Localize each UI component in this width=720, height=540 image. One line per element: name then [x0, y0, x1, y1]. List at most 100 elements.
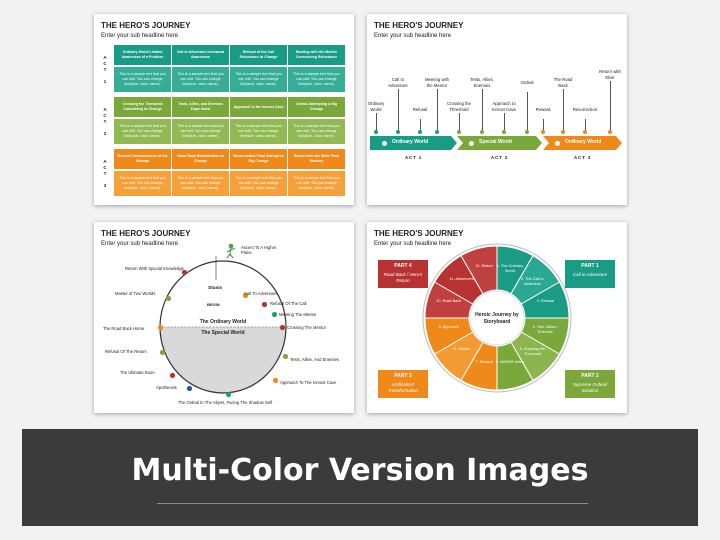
wheel-segment-label: 3. Refusal [536, 299, 554, 304]
wheel-segment-label: 11. Atonement [449, 276, 474, 281]
timeline-connector [420, 119, 421, 132]
slide-title: THE HERO'S JOURNEY [101, 229, 191, 238]
part-box: PART 4 Road Back / Hero's Return [378, 260, 428, 288]
grid-header-cell: Tests, Allies, and Enemies Experiment [172, 97, 229, 117]
timeline-connector [437, 89, 438, 132]
circle-step-dot [283, 354, 288, 359]
grid-body-cell: This is a sample text that you can edit.… [288, 171, 345, 196]
circle-step-label: Apotheosis [156, 385, 177, 390]
timeline-dot [608, 130, 612, 134]
grid-body-cell: This is a sample text that you can edit.… [114, 67, 171, 92]
timeline-arrow-icon [469, 141, 474, 146]
grid-body-cell: This is a sample text that you can edit.… [288, 67, 345, 92]
timeline-step-label: Ordeal [520, 80, 534, 85]
circle-step-dot [273, 378, 278, 383]
circle-step-dot [243, 293, 248, 298]
wheel-segment-label: 7. Reward [475, 360, 493, 365]
timeline-connector [543, 119, 544, 132]
wheel-segment-label: 10. Road Back [436, 299, 462, 304]
timeline-arrow-label: Special World [479, 139, 512, 145]
timeline-connector [482, 89, 483, 132]
color-bar [367, 201, 627, 205]
part-title: PART 4 [394, 263, 412, 269]
timeline-step-label: The Road Back [553, 77, 573, 88]
timeline-step-label: Resurrection [572, 107, 598, 112]
slide-timeline[interactable]: THE HERO'S JOURNEY Enter your sub headli… [367, 14, 627, 205]
ascent-caption: Ascent To A Higher Plane [241, 245, 277, 256]
slide-title: THE HERO'S JOURNEY [374, 229, 464, 238]
wheel-segment-label: 8. Ordeal [453, 347, 470, 352]
slide-acts-grid[interactable]: THE HERO'S JOURNEY Enter your sub headli… [94, 14, 354, 205]
journey-circle-diagram [159, 243, 287, 394]
timeline-dot [374, 130, 378, 134]
timeline-connector [527, 92, 528, 132]
wheel-outer-ring [422, 243, 572, 393]
timeline-dot [480, 130, 484, 134]
circle-step-dot [166, 296, 171, 301]
slide-wheel[interactable]: THE HERO'S JOURNEY Enter your sub headli… [367, 222, 627, 413]
wheel-segment-label: 5. Crossing the Threshold [519, 347, 546, 357]
grid-header-cell: Ordinary World Limited Awareness of a Pr… [114, 45, 171, 65]
part-text: Call to Adventure [572, 271, 608, 277]
color-bar [367, 409, 627, 413]
circle-step-dot [272, 312, 277, 317]
grid-body-cell: This is a sample text that you can edit.… [114, 171, 171, 196]
timeline-arrow-label: Ordinary World [392, 139, 429, 145]
timeline-act-label: ACT 2 [490, 155, 509, 160]
grid-body-cell: This is a sample text that you can edit.… [172, 171, 229, 196]
circle-step-label: Approach To The Inmost Cave [280, 380, 337, 385]
circle-step-dot [170, 373, 175, 378]
hero-icon [226, 243, 236, 259]
special-world-label: The Special World [201, 330, 245, 336]
wheel-segment-label: 12. Return [475, 263, 493, 268]
grid-header-cell: Approach to the Inmost Cave [230, 97, 287, 117]
grid-body-cell: This is a sample text that you can edit.… [172, 67, 229, 92]
timeline-dot [541, 130, 545, 134]
circle-step-label: Crossing The Mentor [287, 325, 327, 330]
wheel-segment-label: 9. Approach [438, 324, 459, 329]
wheel-segment-label: 2. The Call to Adventure [521, 276, 544, 286]
timeline-dot [396, 130, 400, 134]
grid-header-cell: Ordeal Attempting a Big Change [288, 97, 345, 117]
timeline-connector [504, 113, 505, 132]
slide-circle[interactable]: THE HERO'S JOURNEY Enter your sub headli… [94, 222, 354, 413]
circle-step-label: The Ordeal In The Abyss, Facing The Shad… [178, 400, 273, 405]
grid-header-cell: Return with the Elixir Final Mastery [288, 149, 345, 169]
slide-subtitle: Enter your sub headline here [374, 241, 452, 247]
wheel-segment-label: 6. MAKER video [496, 360, 524, 365]
timeline-connector [459, 113, 460, 132]
part-text: Road Back / Hero's Return [383, 271, 423, 283]
circle-step-dot [187, 386, 192, 391]
timeline-step-label: Call to Adventure [388, 77, 408, 88]
circle-step-label: Tests, Allies, And Enemies [290, 357, 339, 362]
timeline-connector [563, 89, 564, 132]
circle-step-label: Return With Special Knowledge [125, 266, 184, 271]
grid-body-cell: This is a sample text that you can edit.… [288, 119, 345, 144]
wheel-center-label: Heroic Journey by Storyboard [475, 312, 519, 325]
timeline-arrow-icon [555, 141, 560, 146]
timeline-step-label: Meeting with the Mentor [424, 77, 450, 88]
grid-header-cell: Refusal of the Call Reluctance to Change [230, 45, 287, 65]
grid-body-cell: This is a sample text that you can edit.… [230, 119, 287, 144]
storyboard-wheel [422, 243, 572, 393]
timeline-dot [525, 130, 529, 134]
timeline-step-label: Return with Elixir [599, 69, 621, 80]
timeline-dot [418, 130, 422, 134]
circle-step-dot [280, 325, 285, 330]
timeline-dot [561, 130, 565, 134]
timeline-connector [585, 119, 586, 132]
timeline-dot [583, 130, 587, 134]
grid-header-cell: Resurrection Final Attempt at Big Change [230, 149, 287, 169]
circle-step-label: The Ultimate Boon [120, 370, 155, 375]
timeline-step-label: Crossing the Threshold [446, 101, 472, 112]
banner: Multi-Color Version Images [22, 429, 698, 526]
part-text: Unification/ Transformation [388, 381, 418, 393]
circle-step-dot [158, 325, 163, 330]
part-title: PART 2 [581, 373, 599, 379]
timeline-connector [376, 113, 377, 132]
circle-step-label: Meeting The Mentor [279, 312, 317, 317]
